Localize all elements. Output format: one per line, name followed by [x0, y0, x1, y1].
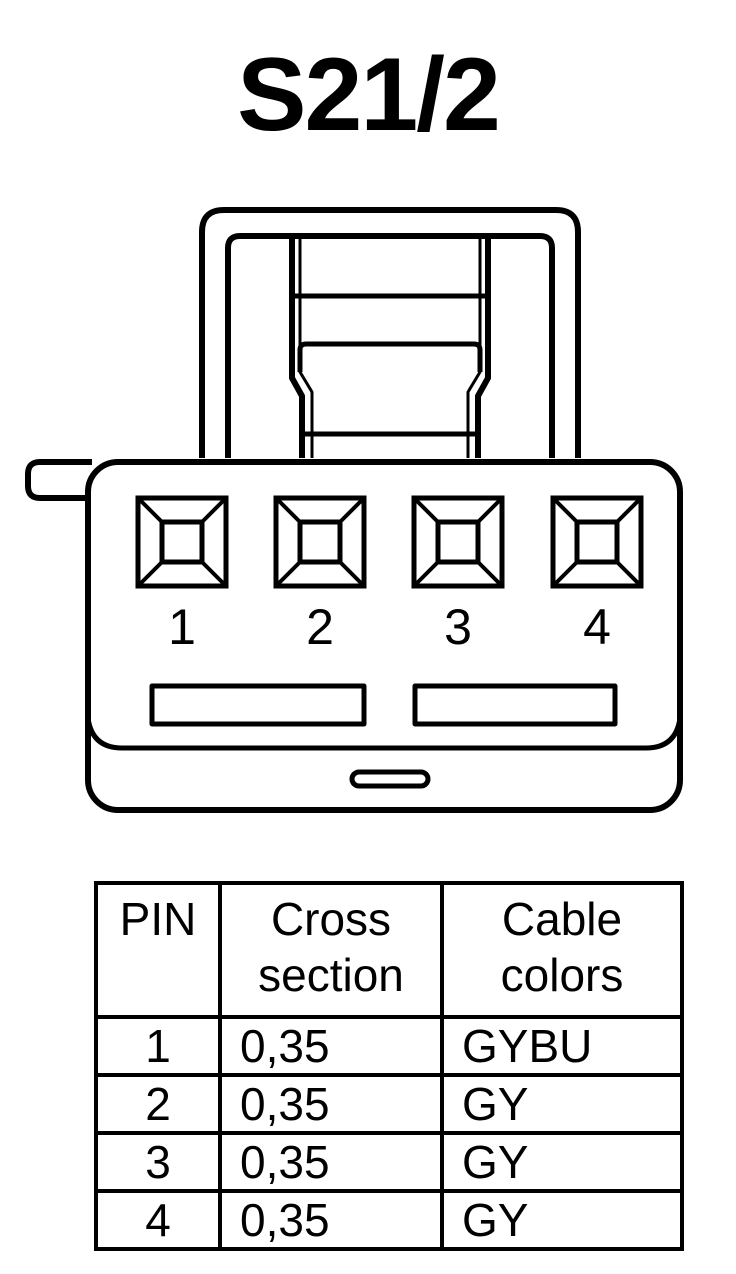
pin-terminal-2 [273, 495, 367, 589]
housing-slot [349, 769, 431, 789]
cell-pin: 3 [94, 1131, 222, 1193]
table-row: 1 0,35 GYBU [94, 1015, 684, 1077]
connector-title: S21/2 [237, 37, 501, 153]
latch-tongue-inner-r [466, 236, 482, 458]
latch-inner [225, 233, 555, 458]
cell-cable-color: GYBU [440, 1015, 684, 1077]
lower-slot-left [149, 683, 367, 727]
latch-tongue-outer [289, 236, 305, 458]
cell-cross-section: 0,35 [218, 1189, 444, 1251]
side-tab [25, 459, 92, 501]
header-cross-section: Cross section [218, 881, 444, 1019]
connector-diagram: 1 2 3 4 [25, 207, 683, 813]
pin-label-3: 3 [444, 599, 472, 655]
header-cable-colors: Cable colors [440, 881, 684, 1019]
housing-step [85, 717, 683, 751]
cell-cross-section: 0,35 [218, 1073, 444, 1135]
housing-body [85, 459, 683, 813]
cell-pin: 1 [94, 1015, 222, 1077]
cell-cable-color: GY [440, 1131, 684, 1193]
pin-terminal-1 [135, 495, 229, 589]
latch-tongue-outer-r [475, 236, 491, 458]
latch-plate [297, 341, 483, 372]
lower-slot-right [412, 683, 618, 727]
pin-label-4: 4 [583, 599, 611, 655]
cell-pin: 2 [94, 1073, 222, 1135]
pin-terminal-3 [411, 495, 505, 589]
pin-assignment-table: PIN Cross section Cable colors 1 0,35 GY… [94, 881, 684, 1251]
table-row: 4 0,35 GY [94, 1189, 684, 1251]
cell-pin: 4 [94, 1189, 222, 1251]
header-pin: PIN [94, 881, 222, 1019]
table-row: 2 0,35 GY [94, 1073, 684, 1135]
pin-terminal-4 [550, 495, 644, 589]
cell-cable-color: GY [440, 1189, 684, 1251]
table-header-row: PIN Cross section Cable colors [94, 881, 684, 1019]
cell-cable-color: GY [440, 1073, 684, 1135]
cell-cross-section: 0,35 [218, 1131, 444, 1193]
pin-label-2: 2 [306, 599, 334, 655]
latch-outer [199, 207, 581, 458]
pin-label-1: 1 [168, 599, 196, 655]
latch-tongue-inner [298, 236, 314, 458]
table-row: 3 0,35 GY [94, 1131, 684, 1193]
cell-cross-section: 0,35 [218, 1015, 444, 1077]
